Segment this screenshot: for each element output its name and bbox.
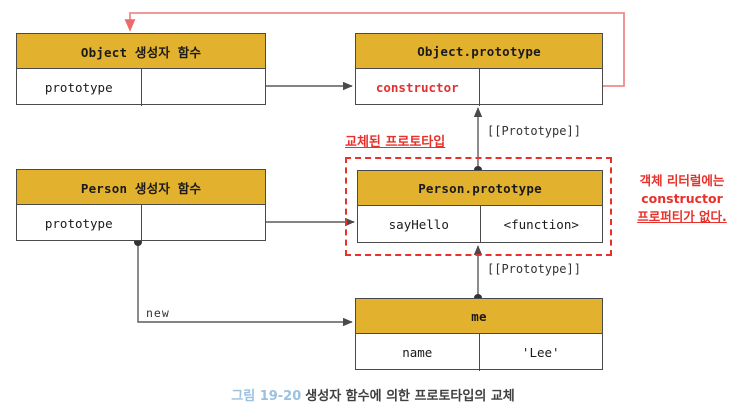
replaced-prototype-region bbox=[345, 157, 612, 256]
box-object-prototype-header: Object.prototype bbox=[356, 34, 602, 69]
label-prototype-link-upper: [[Prototype]] bbox=[487, 124, 581, 138]
box-person-prototype-row: sayHello <function> bbox=[358, 206, 602, 243]
cell-person-ctor-key: prototype bbox=[17, 205, 142, 242]
note-no-constructor-property: 객체 리터럴에는 constructor 프로퍼티가 없다. bbox=[622, 172, 742, 226]
cell-object-ctor-key: prototype bbox=[17, 69, 142, 106]
cell-me-key: name bbox=[356, 334, 480, 371]
box-object-constructor-row: prototype bbox=[17, 69, 265, 106]
box-me-object: me name 'Lee' bbox=[355, 298, 603, 371]
box-person-prototype: Person.prototype sayHello <function> bbox=[357, 170, 603, 243]
note-line-1: 객체 리터럴에는 bbox=[639, 173, 725, 188]
cell-person-prototype-value: <function> bbox=[503, 217, 579, 232]
box-object-constructor: Object 생성자 함수 prototype bbox=[16, 33, 266, 106]
box-me-object-header: me bbox=[356, 299, 602, 334]
label-replaced-prototype: 교체된 프로토타입 bbox=[345, 135, 446, 150]
figure-caption-text: 생성자 함수에 의한 프로토타입의 교체 bbox=[305, 389, 515, 404]
cell-object-ctor-value bbox=[142, 69, 266, 106]
box-object-constructor-header: Object 생성자 함수 bbox=[17, 34, 265, 69]
box-person-prototype-header: Person.prototype bbox=[358, 171, 602, 206]
cell-person-prototype-key: sayHello bbox=[358, 206, 481, 243]
label-prototype-link-lower: [[Prototype]] bbox=[487, 262, 581, 276]
cell-object-prototype-value bbox=[480, 69, 603, 106]
cell-me-value: 'Lee' bbox=[521, 345, 560, 360]
figure-number: 그림 19-20 bbox=[231, 389, 302, 404]
box-object-prototype-row: constructor bbox=[356, 69, 602, 106]
cell-object-prototype-key: constructor bbox=[356, 69, 480, 106]
note-line-3: 프로퍼티가 없다. bbox=[637, 209, 727, 225]
note-line-2: constructor bbox=[641, 191, 723, 207]
cell-person-ctor-value bbox=[142, 205, 266, 242]
box-person-constructor-row: prototype bbox=[17, 205, 265, 242]
box-person-constructor-header: Person 생성자 함수 bbox=[17, 170, 265, 205]
box-me-object-row: name 'Lee' bbox=[356, 334, 602, 371]
label-new-edge: new bbox=[146, 306, 170, 320]
box-person-constructor: Person 생성자 함수 prototype bbox=[16, 169, 266, 242]
box-object-prototype: Object.prototype constructor bbox=[355, 33, 603, 106]
